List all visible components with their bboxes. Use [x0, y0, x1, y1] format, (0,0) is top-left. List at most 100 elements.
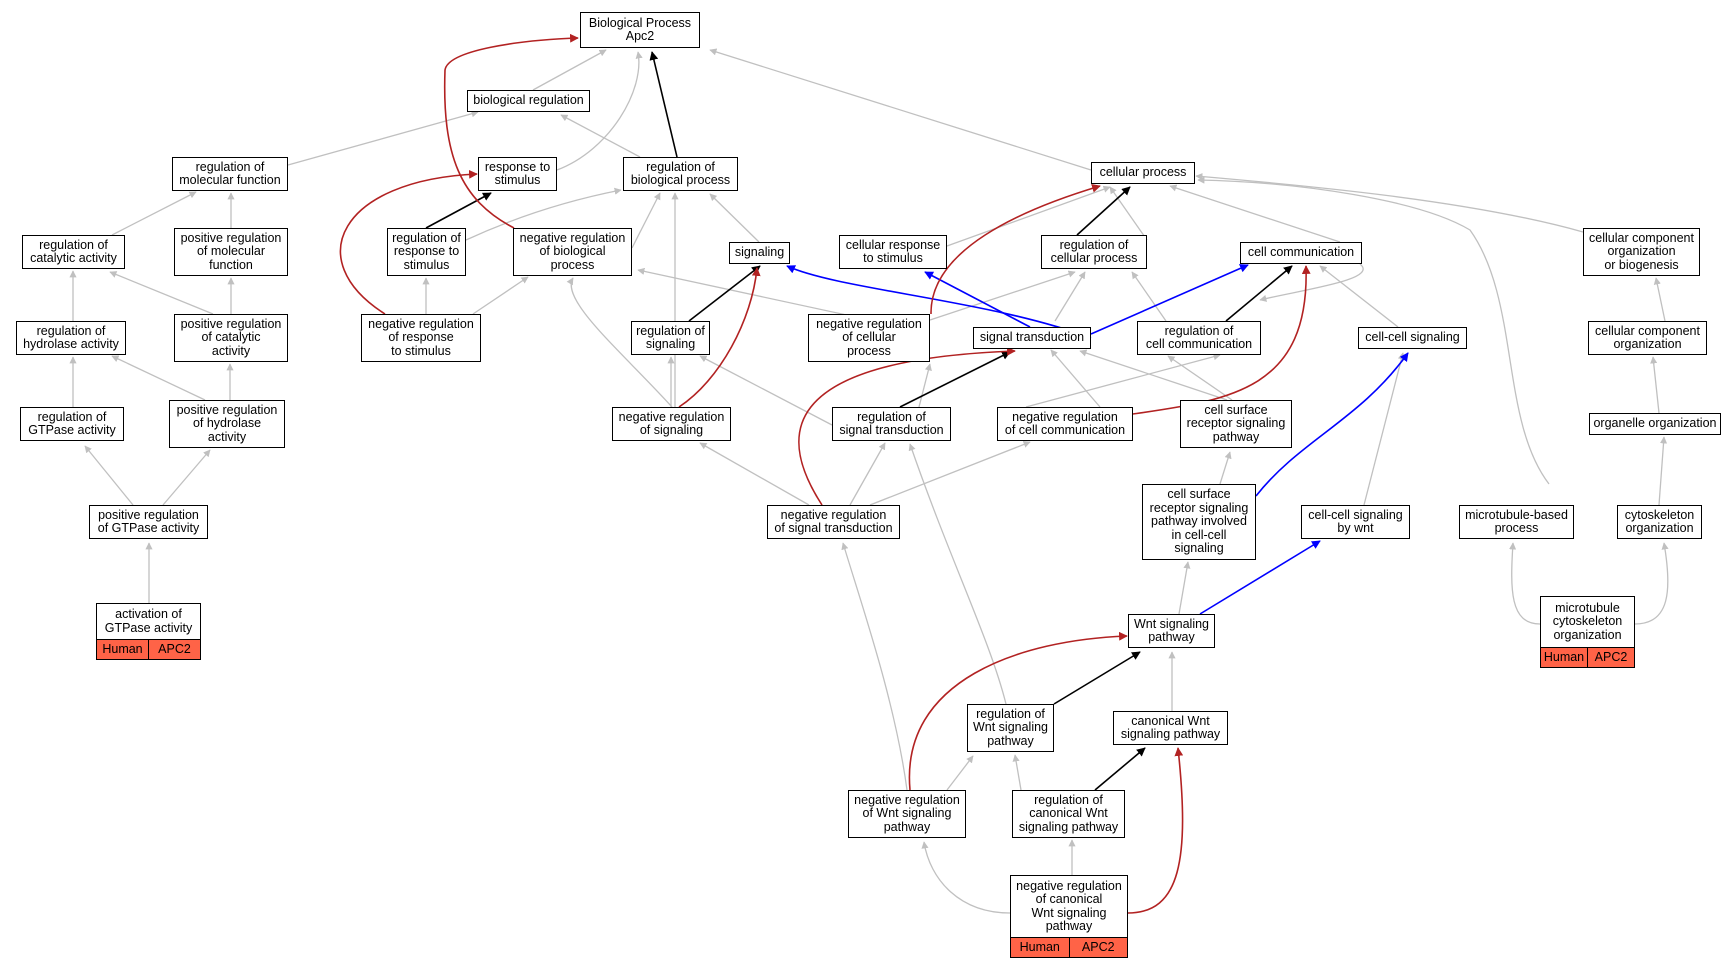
go-term-label: organelle organization [1593, 416, 1717, 431]
edge-regulates [786, 265, 1092, 339]
go-term-node[interactable]: negative regulation of Wnt signaling pat… [848, 790, 966, 838]
go-term-node[interactable]: response to stimulus [478, 157, 557, 191]
edge-is-a [1167, 355, 1233, 401]
go-term-label: negative regulation of cellular process [816, 316, 922, 358]
go-term-node[interactable]: positive regulation of GTPase activity [89, 505, 208, 539]
edge-is-a [472, 276, 529, 315]
go-term-node[interactable]: negative regulation of cell communicatio… [997, 407, 1133, 441]
go-term-label: negative regulation of Wnt signaling pat… [854, 792, 960, 834]
go-term-node[interactable]: positive regulation of molecular functio… [174, 228, 288, 276]
go-term-node[interactable]: Wnt signaling pathway [1128, 614, 1215, 648]
go-term-node[interactable]: cell surface receptor signaling pathway … [1142, 484, 1256, 560]
edge-is-a [109, 271, 214, 315]
go-term-label: positive regulation of hydrolase activit… [176, 402, 278, 444]
go-term-node[interactable]: regulation of GTPase activity [20, 407, 124, 441]
go-term-node[interactable]: cell-cell signaling by wnt [1301, 505, 1410, 539]
go-term-node[interactable]: cellular response to stimulus [839, 235, 947, 269]
go-term-node[interactable]: regulation of signaling [631, 321, 710, 355]
go-term-node[interactable]: negative regulation of biological proces… [513, 228, 632, 276]
go-term-node[interactable]: cell surface receptor signaling pathway [1180, 400, 1292, 448]
go-term-node[interactable]: positive regulation of hydrolase activit… [169, 400, 285, 448]
species-tag[interactable]: Human [1011, 938, 1069, 957]
edge-is-a [1025, 353, 1221, 408]
go-term-node[interactable]: regulation of Wnt signaling pathway [967, 704, 1054, 752]
edge-is-a [1131, 271, 1167, 322]
edge-negatively-regulates [1132, 265, 1311, 415]
edge-is-a [111, 191, 197, 236]
go-term-label: negative regulation of signaling [618, 409, 725, 437]
edge-regulates [1255, 352, 1409, 497]
go-term-node[interactable]: regulation of cell communication [1137, 321, 1261, 355]
go-term-node[interactable]: regulation of signal transduction [832, 407, 951, 441]
go-term-node[interactable]: regulation of molecular function [172, 157, 288, 191]
go-term-node[interactable]: negative regulation of response to stimu… [361, 314, 481, 362]
go-term-node[interactable]: Biological Process Apc2 [580, 12, 700, 48]
edge-is-a [532, 49, 607, 91]
edge-is-a [929, 270, 1076, 321]
go-term-node[interactable]: canonical Wnt signaling pathway [1113, 711, 1228, 745]
go-term-node[interactable]: negative regulation of cellular process [808, 314, 930, 362]
edge-is-a [1219, 451, 1232, 485]
go-term-node[interactable]: negative regulation of signaling [612, 407, 731, 441]
go-term-node[interactable]: cellular process [1091, 162, 1195, 184]
go-term-label: microtubule cytoskeleton organization [1552, 600, 1623, 642]
edge-is-a [1653, 277, 1666, 322]
gene-tag[interactable]: APC2 [148, 640, 200, 659]
go-term-label: negative regulation of biological proces… [519, 230, 626, 272]
go-term-node[interactable]: positive regulation of catalytic activit… [174, 314, 288, 362]
go-term-node[interactable]: microtubule-based process [1459, 505, 1574, 539]
go-term-node[interactable]: negative regulation of signal transducti… [767, 505, 900, 539]
edge-is-a [556, 51, 643, 171]
go-term-node[interactable]: cellular component organization or bioge… [1583, 228, 1700, 276]
go-term-node[interactable]: signal transduction [973, 327, 1091, 349]
gene-tag[interactable]: APC2 [1068, 938, 1127, 957]
go-term-node[interactable]: regulation of biological process [623, 157, 738, 191]
go-term-node[interactable]: signaling [729, 242, 790, 264]
edge-is-a [1259, 263, 1364, 302]
go-term-label: signaling [734, 245, 785, 260]
go-term-node[interactable]: cell communication [1240, 242, 1362, 264]
edge-is-a [1195, 172, 1584, 233]
go-term-node[interactable]: regulation of hydrolase activity [16, 321, 126, 355]
go-term-label: microtubule-based process [1465, 507, 1568, 535]
edge-negatively-regulates [678, 267, 761, 408]
edge-is-a [1050, 349, 1101, 408]
edge-is-a [1197, 176, 1550, 485]
go-term-label: regulation of response to stimulus [392, 230, 461, 272]
edge-is-a [566, 277, 673, 408]
edge-is-a [699, 355, 833, 426]
go-term-node[interactable]: biological regulation [467, 90, 590, 112]
go-term-label: negative regulation of response to stimu… [368, 316, 474, 358]
edge-is-a [1363, 352, 1405, 506]
go-term-node[interactable]: organelle organization [1589, 413, 1721, 435]
edge-is-a [841, 542, 908, 791]
go-term-label: regulation of Wnt signaling pathway [972, 706, 1049, 748]
go-term-node[interactable]: regulation of catalytic activity [22, 235, 125, 269]
go-term-node[interactable]: regulation of cellular process [1041, 235, 1147, 269]
species-tag[interactable]: Human [97, 640, 148, 659]
edge-is-a [1169, 184, 1341, 243]
edge-is-a [921, 841, 1011, 914]
species-tag[interactable]: Human [1541, 648, 1587, 667]
go-term-label: regulation of signaling [636, 323, 705, 351]
go-term-node[interactable]: negative regulation of canonical Wnt sig… [1010, 875, 1128, 958]
edge-regulates [924, 271, 1031, 328]
go-term-node[interactable]: regulation of response to stimulus [387, 228, 466, 276]
go-term-label: response to stimulus [484, 159, 551, 187]
go-term-label: cellular component organization or bioge… [1589, 230, 1694, 272]
go-term-node[interactable]: cytoskeleton organization [1617, 505, 1702, 539]
gene-tag[interactable]: APC2 [1587, 648, 1634, 667]
go-term-label: cell-cell signaling [1365, 330, 1460, 345]
go-term-label: regulation of catalytic activity [30, 237, 117, 265]
go-term-label: cell-cell signaling by wnt [1308, 507, 1403, 535]
go-term-label: regulation of cell communication [1145, 323, 1253, 351]
go-term-label: Wnt signaling pathway [1133, 616, 1210, 644]
go-term-node[interactable]: cellular component organization [1588, 321, 1707, 355]
go-term-label: cellular component organization [1595, 323, 1700, 351]
go-term-label: cell communication [1247, 245, 1355, 260]
go-term-node[interactable]: regulation of canonical Wnt signaling pa… [1012, 790, 1125, 838]
go-term-node[interactable]: cell-cell signaling [1358, 327, 1467, 349]
